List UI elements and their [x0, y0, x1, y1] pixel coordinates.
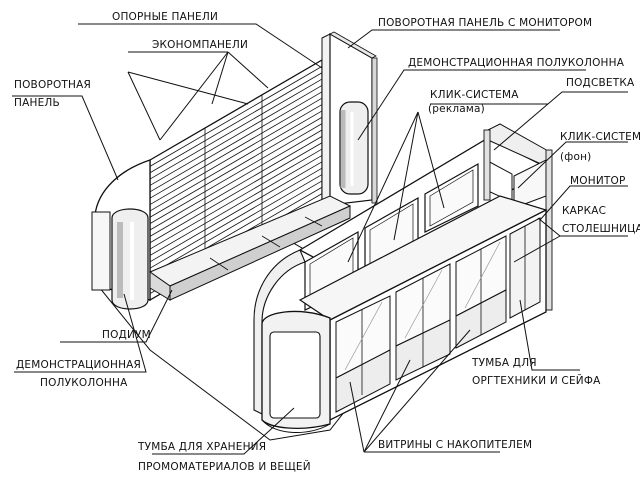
label-povorotnaya-monitor: ПОВОРОТНАЯ ПАНЕЛЬ С МОНИТОРОМ [378, 17, 592, 29]
label-karkas-2: СТОЛЕШНИЦА [562, 223, 640, 235]
label-vitriny: ВИТРИНЫ С НАКОПИТЕЛЕМ [378, 439, 532, 451]
counter-showcases [329, 208, 547, 422]
slat-line [149, 78, 323, 180]
label-opornye-paneli: ОПОРНЫЕ ПАНЕЛИ [112, 11, 218, 23]
slat-line [149, 91, 323, 193]
slat-line [149, 142, 323, 244]
label-tumba-promo-2: ПРОМОМАТЕРИАЛОВ И ВЕЩЕЙ [138, 460, 311, 473]
slat-line [149, 129, 323, 231]
slat-line [149, 155, 323, 256]
demo-half-column-left [91, 208, 149, 310]
slat-line [149, 97, 323, 199]
label-demo-polukolonna-1: ДЕМОНСТРАЦИОННАЯ [16, 359, 141, 371]
slat-line [149, 148, 323, 250]
slat-line [149, 116, 323, 218]
slat-line [149, 136, 323, 237]
label-ekonompaneli: ЭКОНОМПАНЕЛИ [152, 39, 248, 51]
label-demo-polukolonna-2: ПОЛУКОЛОННА [40, 377, 128, 389]
slat-line [149, 123, 323, 224]
label-karkas-1: КАРКАС [562, 205, 606, 217]
slat-line [149, 66, 323, 167]
label-podium: ПОДИУМ [102, 329, 151, 341]
label-tumba-orgtekh-1: ТУМБА ДЛЯ [471, 357, 537, 369]
label-tumba-orgtekh-2: ОРГТЕХНИКИ И СЕЙФА [472, 374, 601, 387]
label-klik-fon-2: (фон) [560, 151, 591, 163]
slat-line [149, 110, 323, 212]
podium [148, 195, 352, 301]
leader-lines [12, 23, 628, 455]
counter-frame [253, 123, 553, 415]
label-klik-reklama-1: КЛИК-СИСТЕМА [430, 89, 519, 101]
label-tumba-promo-1: ТУМБА ДЛЯ ХРАНЕНИЯ [137, 441, 266, 453]
label-povorotnaya-panel-1: ПОВОРОТНАЯ [14, 79, 91, 91]
label-povorotnaya-panel-2: ПАНЕЛЬ [14, 97, 60, 109]
storage-cabinet [261, 310, 331, 434]
label-demo-polukolonna-top: ДЕМОНСТРАЦИОННАЯ ПОЛУКОЛОННА [408, 57, 625, 69]
slat-line [149, 72, 323, 174]
slat-line [149, 174, 323, 275]
label-klik-reklama-2: (реклама) [428, 103, 485, 115]
label-podsvetka: ПОДСВЕТКА [566, 77, 635, 89]
slat-line [149, 161, 323, 263]
back-wall [94, 33, 331, 302]
slat-line [149, 85, 323, 186]
demo-half-column-top [339, 101, 369, 195]
label-monitor: МОНИТОР [570, 175, 625, 187]
slat-line [149, 167, 323, 269]
labels: ОПОРНЫЕ ПАНЕЛИ ЭКОНОМПАНЕЛИ ПОВОРОТНАЯ П… [14, 11, 640, 473]
slat-line [149, 104, 323, 205]
label-klik-fon-1: КЛИК-СИСТЕМА [560, 131, 640, 143]
